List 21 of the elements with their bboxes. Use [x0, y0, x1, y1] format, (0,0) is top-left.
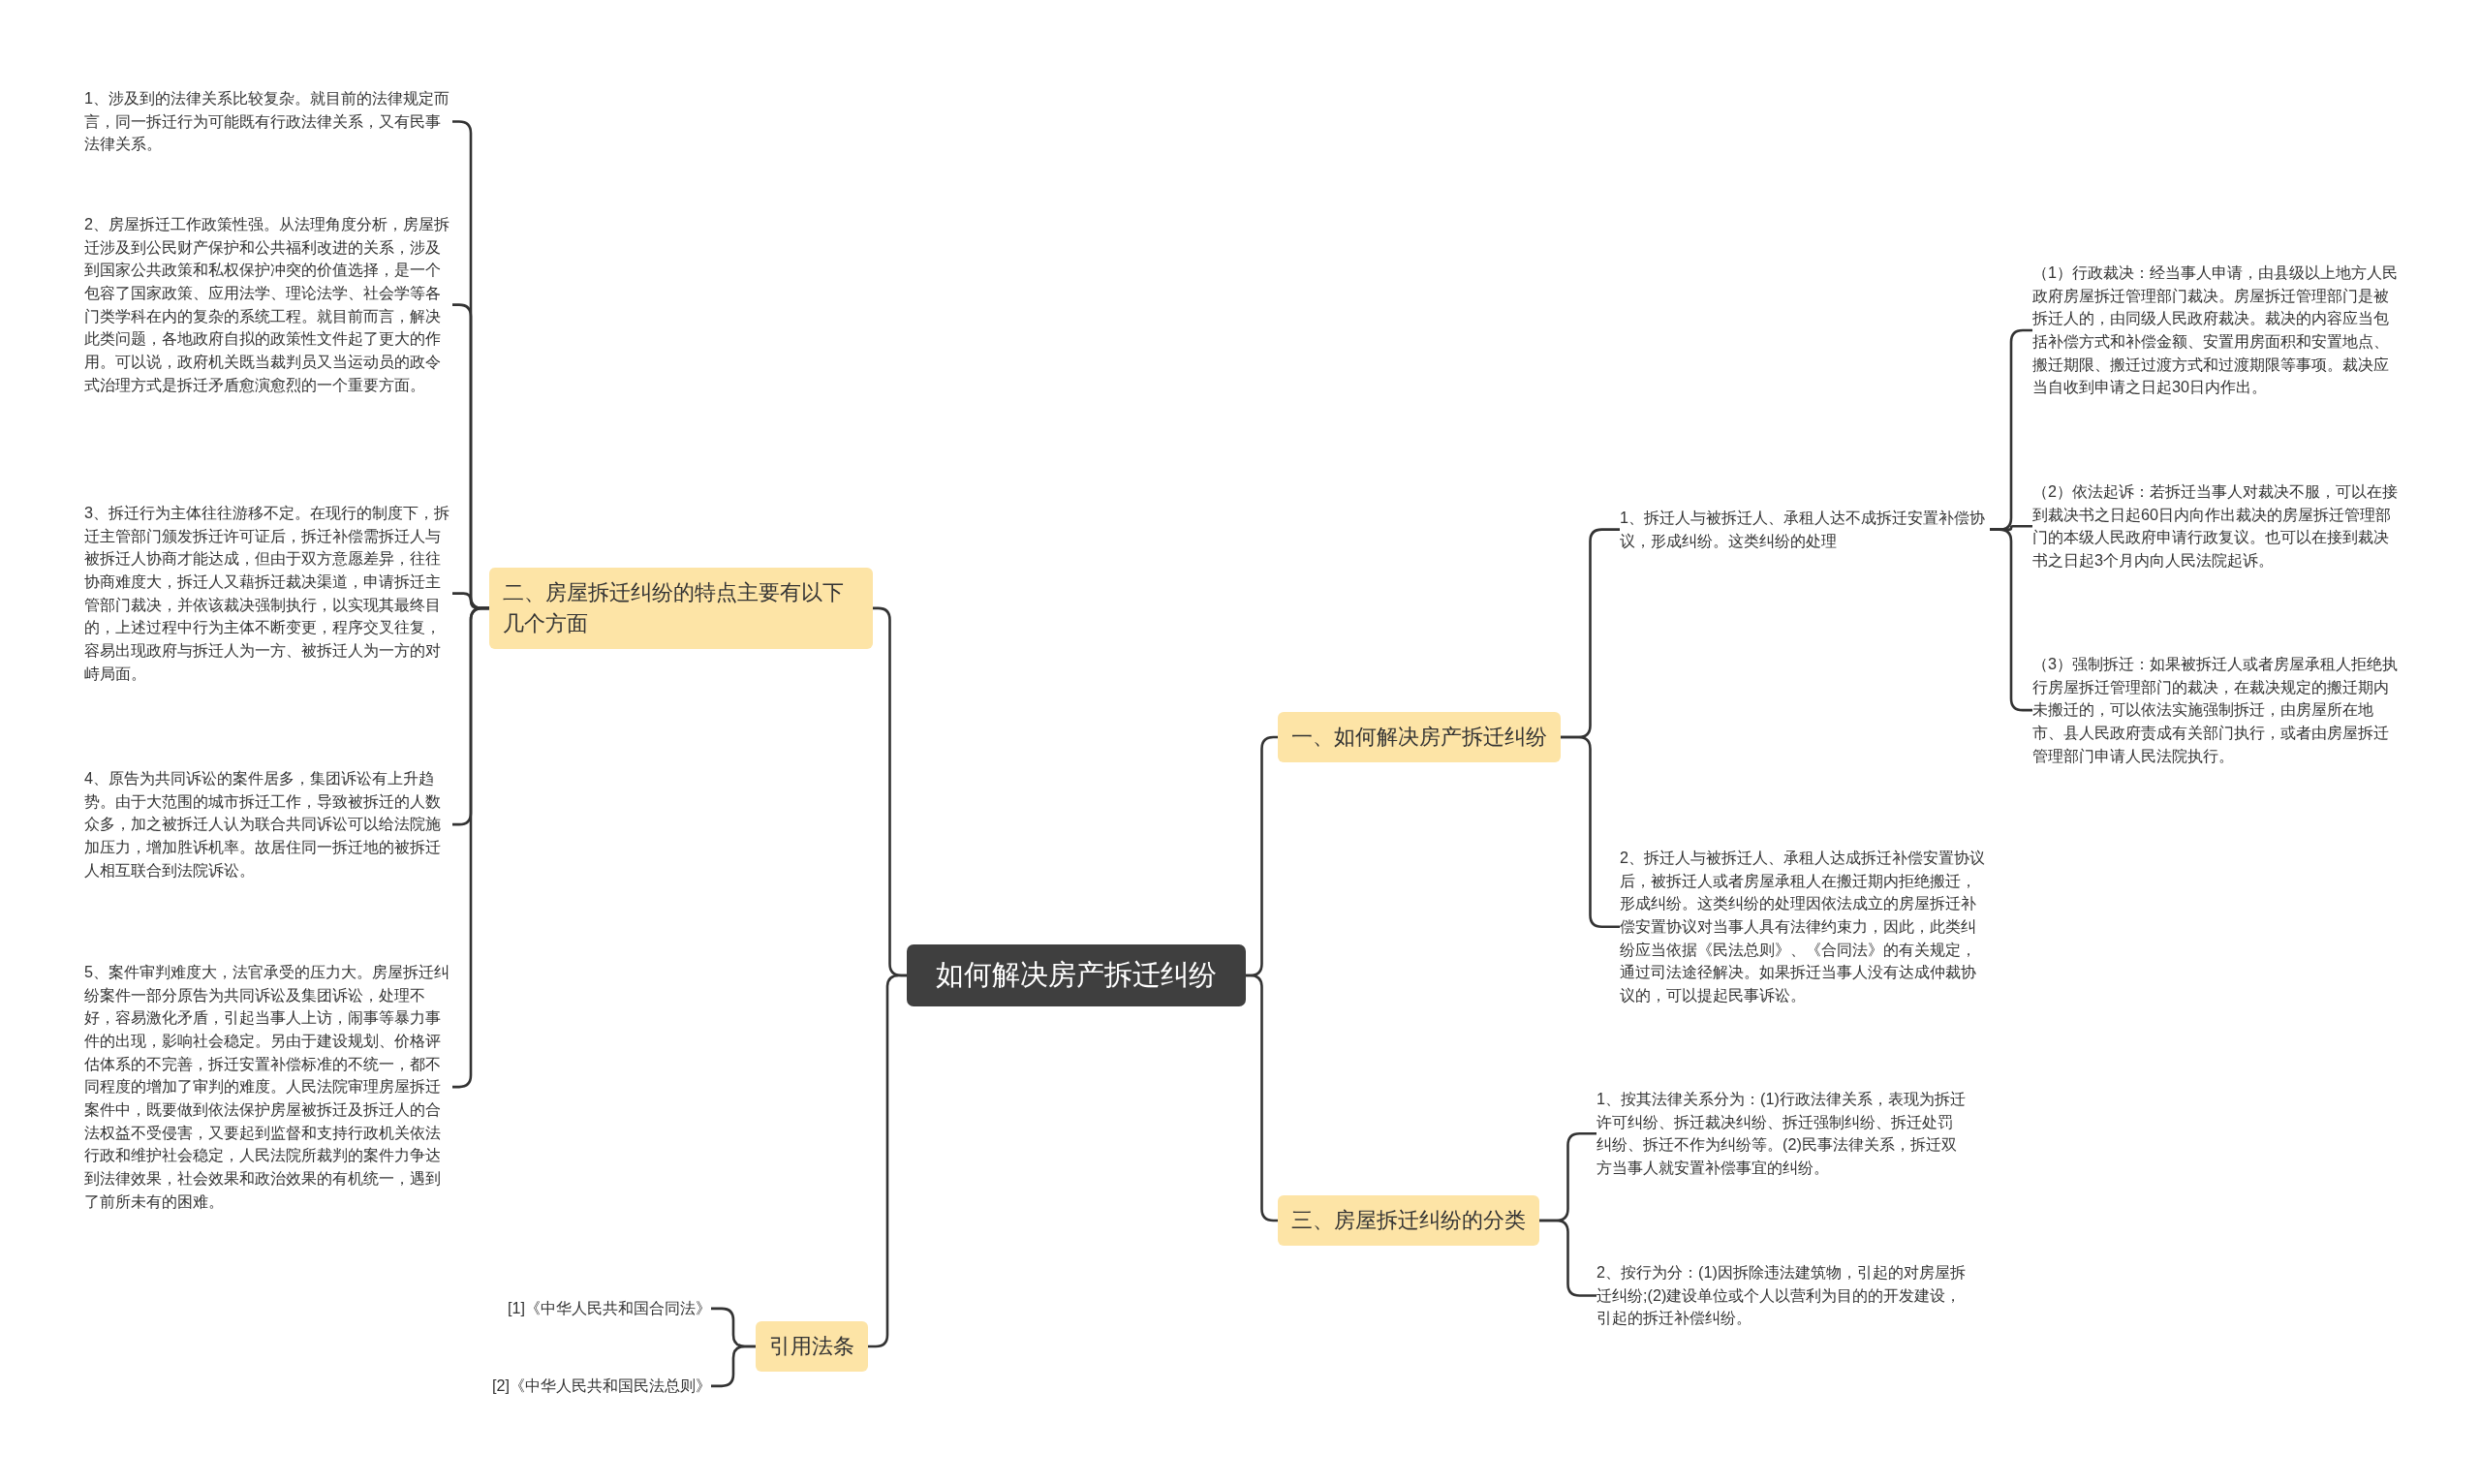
- leaf-text: [1]《中华人民共和国合同法》: [508, 1297, 711, 1320]
- root-topic: 如何解决房产拆迁纠纷: [907, 944, 1246, 1006]
- leaf-text: [2]《中华人民共和国民法总则》: [492, 1375, 711, 1398]
- leaf-text: 1、按其法律关系分为：(1)行政法律关系，表现为拆迁许可纠纷、拆迁裁决纠纷、拆迁强制纠纷、拆迁处罚纠纷、拆迁不作为纠纷等。(2)民事法律关系，拆迁双方当事人就安置补偿事宜的纠纷。: [1596, 1088, 1967, 1180]
- leaf-text: 4、原告为共同诉讼的案件居多，集团诉讼有上升趋势。由于大范围的城市拆迁工作，导致被拆迁的人数众多，加之被拆迁人认为联合共同诉讼可以给法院施加压力，增加胜诉机率。故居住同一拆迁地的被拆迁人相互联合到法院诉讼。: [84, 767, 452, 882]
- branch-topic: 二、房屋拆迁纠纷的特点主要有以下几个方面: [489, 568, 873, 649]
- leaf-text: 2、拆迁人与被拆迁人、承租人达成拆迁补偿安置协议后，被拆迁人或者房屋承租人在搬迁期内拒绝搬迁，形成纠纷。这类纠纷的处理因依法成立的房屋拆迁补偿安置协议对当事人具有法律约束力，因此，此类纠纷应当依据《民法总则》、《合同法》的有关规定，通过司法途径解决。如果拆迁当事人没有达成仲裁协议的，可以提起民事诉讼。: [1620, 847, 1990, 1007]
- leaf-text: 1、涉及到的法律关系比较复杂。就目前的法律规定而言，同一拆迁行为可能既有行政法律关系，又有民事法律关系。: [84, 87, 452, 156]
- leaf-text: （1）行政裁决：经当事人申请，由县级以上地方人民政府房屋拆迁管理部门裁决。房屋拆迁管理部门是被拆迁人的，由同级人民政府裁决。裁决的内容应当包括补偿方式和补偿金额、安置用房面积和安置地点、搬迁期限、搬迁过渡方式和过渡期限等事项。裁决应当自收到申请之日起30日内作出。: [2032, 262, 2402, 399]
- leaf-text: （3）强制拆迁：如果被拆迁人或者房屋承租人拒绝执行房屋拆迁管理部门的裁决，在裁决规定的搬迁期内未搬迁的，可以依法实施强制拆迁，由房屋所在地市、县人民政府责成有关部门执行，或者由房屋拆迁管理部门申请人民法院执行。: [2032, 653, 2402, 768]
- leaf-text: 5、案件审判难度大，法官承受的压力大。房屋拆迁纠纷案件一部分原告为共同诉讼及集团诉讼，处理不好，容易激化矛盾，引起当事人上访，闹事等暴力事件的出现，影响社会稳定。另由于建设规划、价格评估体系的不完善，拆迁安置补偿标准的不统一，都不同程度的增加了审判的难度。人民法院审理房屋拆迁案件中，既要做到依法保护房屋被拆迁及拆迁人的合法权益不受侵害，又要起到监督和支持行政机关依法行政和维护社会稳定，人民法院所裁判的案件力争达到法律效果，社会效果和政治效果的有机统一，遇到了前所未有的困难。: [84, 961, 452, 1214]
- leaf-text: 2、按行为分：(1)因拆除违法建筑物，引起的对房屋拆迁纠纷;(2)建设单位或个人以营利为目的的开发建设，引起的拆迁补偿纠纷。: [1596, 1261, 1967, 1330]
- leaf-text: （2）依法起诉：若拆迁当事人对裁决不服，可以在接到裁决书之日起60日内向作出裁决的房屋拆迁管理部门的本级人民政府申请行政复议。也可以在接到裁决书之日起3个月内向人民法院起诉。: [2032, 480, 2402, 572]
- branch-topic: 一、如何解决房产拆迁纠纷: [1278, 712, 1561, 762]
- branch-topic: 三、房屋拆迁纠纷的分类: [1278, 1195, 1539, 1246]
- leaf-text: 3、拆迁行为主体往往游移不定。在现行的制度下，拆迁主管部门颁发拆迁许可证后，拆迁补偿需拆迁人与被拆迁人协商才能达成，但由于双方意愿差异，往往协商难度大，拆迁人又藉拆迁裁决渠道，申请拆迁主管部门裁决，并依该裁决强制执行，以实现其最终目的，上述过程中行为主体不断变更，程序交叉往复，容易出现政府与拆迁人为一方、被拆迁人为一方的对峙局面。: [84, 502, 452, 686]
- leaf-text: 1、拆迁人与被拆迁人、承租人达不成拆迁安置补偿协议，形成纠纷。这类纠纷的处理: [1620, 507, 1990, 553]
- branch-topic: 引用法条: [756, 1321, 868, 1372]
- connector-line: [711, 1345, 756, 1388]
- leaf-text: 2、房屋拆迁工作政策性强。从法理角度分析，房屋拆迁涉及到公民财产保护和公共福利改进的关系，涉及到国家公共政策和私权保护冲突的价值选择，是一个包容了国家政策、应用法学、理论法学、社会学等各门类学科在内的复杂的系统工程。就目前而言，解决此类问题，各地政府自拟的政策性文件起了更大的作用。可以说，政府机关既当裁判员又当运动员的政令式治理方式是拆迁矛盾愈演愈烈的一个重要方面。: [84, 213, 452, 397]
- connector-line: [868, 974, 907, 1348]
